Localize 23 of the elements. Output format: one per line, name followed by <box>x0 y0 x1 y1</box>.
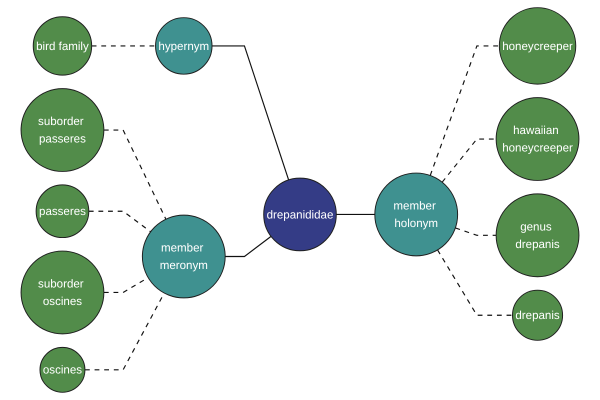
node-circle: suborder passeres <box>20 88 104 172</box>
node-circle: drepanis <box>512 290 564 341</box>
connector <box>225 236 272 258</box>
node-circle: member holonym <box>374 172 458 256</box>
connector <box>104 129 166 220</box>
node-circle: drepanididae <box>263 178 337 252</box>
connector <box>437 250 512 316</box>
node-circle: member meronym <box>142 214 226 298</box>
connector <box>442 138 496 183</box>
node-circle: genus drepanis <box>496 193 580 278</box>
node-circle: honeycreeper <box>498 7 576 85</box>
node-circle: suborder oscines <box>20 250 104 334</box>
connector <box>336 214 375 216</box>
node-circle: oscines <box>40 346 86 393</box>
node-circle: passeres <box>36 184 90 238</box>
connector <box>455 227 496 236</box>
connector <box>430 45 500 176</box>
connector <box>212 45 290 180</box>
connector <box>88 210 151 232</box>
connector <box>92 45 156 46</box>
node-circle: bird family <box>32 16 92 76</box>
node-circle: hypernym <box>155 17 213 75</box>
node-circle: hawaiian honeycreeper <box>496 97 580 181</box>
